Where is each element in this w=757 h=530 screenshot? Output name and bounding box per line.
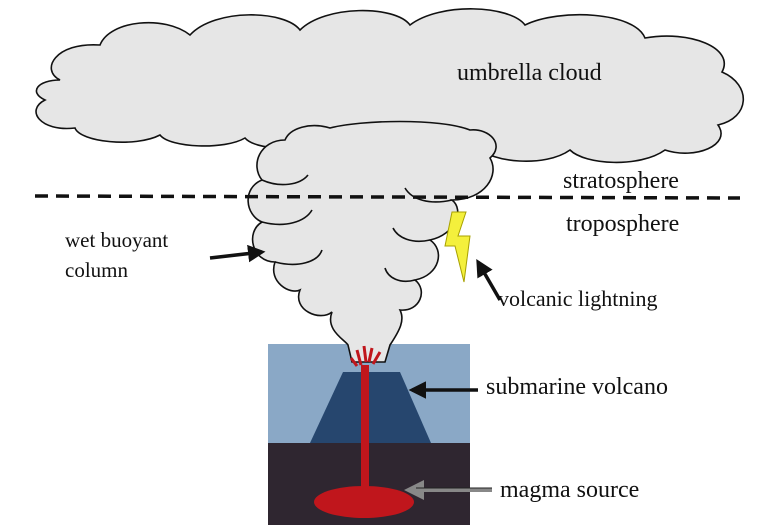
wet-buoyant-column (247, 120, 497, 363)
cloud-contour (392, 227, 431, 243)
cloud-contour (384, 267, 416, 283)
cloud-contour (261, 174, 309, 186)
wet-buoyant-column-label-line1: wet buoyant (65, 228, 168, 252)
cloud-contour (274, 249, 323, 266)
lightning-bolt-icon (444, 211, 471, 283)
vent-ejecta (349, 345, 382, 367)
umbrella-cloud (35, 8, 745, 164)
troposphere-label: troposphere (566, 211, 679, 237)
magma-source-label: magma source (500, 477, 639, 503)
volcanic-lightning-label: volcanic lightning (498, 286, 657, 311)
cloud-contour (404, 187, 453, 203)
magma-conduit (361, 365, 369, 505)
eruption-column (35, 8, 745, 363)
wet-buoyant-column-label-line2: column (65, 258, 128, 282)
volcanic-lightning-arrow (476, 258, 502, 301)
umbrella-cloud-label: umbrella cloud (457, 60, 602, 86)
submarine-volcano-cone (310, 372, 431, 443)
submarine-volcano-label: submarine volcano (486, 374, 668, 400)
tropopause-line (34, 194, 741, 200)
cloud-contour (261, 209, 313, 226)
wet-buoyant-column-arrow (209, 244, 266, 263)
stratosphere-label: stratosphere (563, 168, 679, 194)
